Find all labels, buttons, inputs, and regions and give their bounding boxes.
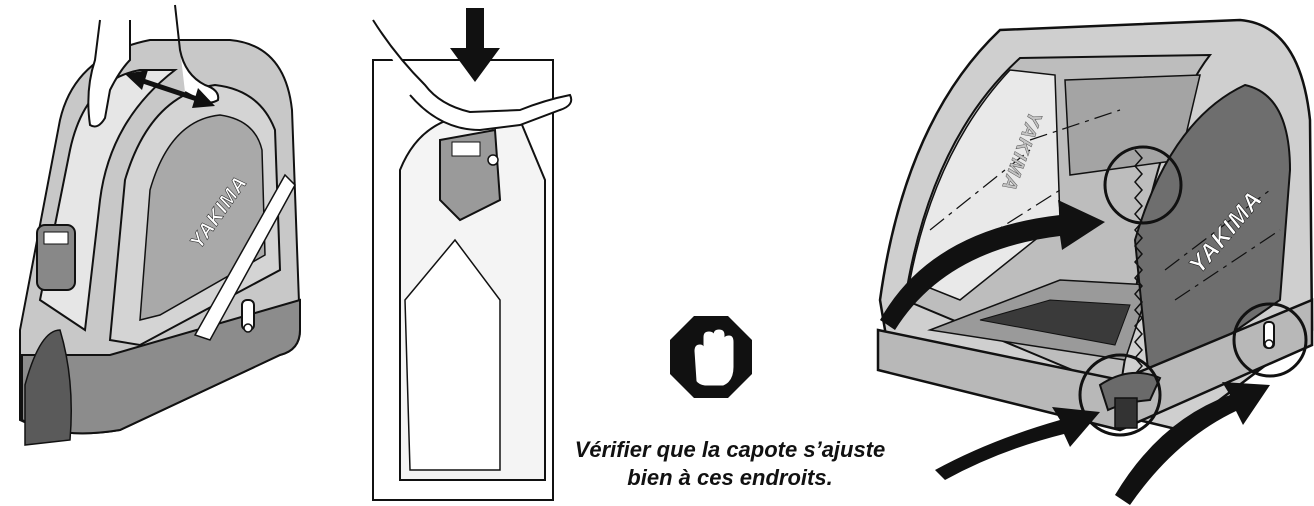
folded-trailer: YAKIMA xyxy=(19,39,302,446)
check-circles xyxy=(1078,145,1308,437)
instruction-caption: Vérifier que la capote s’ajuste bien à c… xyxy=(520,436,940,492)
detail-frame xyxy=(372,19,573,501)
arrow-down-icon xyxy=(450,8,500,82)
check-circle-latch xyxy=(1078,353,1162,437)
double-arrow-icon xyxy=(125,70,215,108)
check-circle-top xyxy=(1103,145,1183,225)
stop-hand-icon xyxy=(670,316,752,398)
curved-arrow-icon xyxy=(880,200,1270,505)
caption-line-2: bien à ces endroits. xyxy=(627,465,833,490)
check-circle-slot xyxy=(1232,302,1308,378)
caption-line-1: Vérifier que la capote s’ajuste xyxy=(574,437,886,462)
